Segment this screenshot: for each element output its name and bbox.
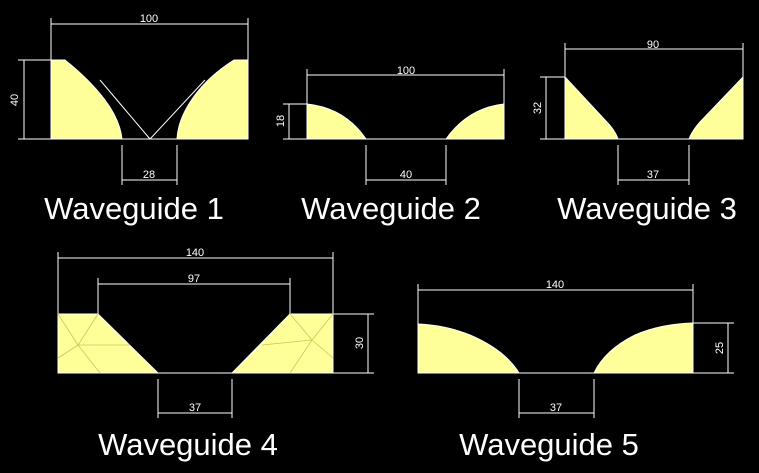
- waveguide-5-bottom-dim-label: 37: [550, 402, 562, 414]
- waveguide-4-inner-line-c: [77, 344, 101, 374]
- waveguide-5: 140 25 37 Waveguide 5: [417, 279, 734, 462]
- waveguide-1-caption: Waveguide 1: [44, 191, 224, 226]
- waveguide-3-side-dim-label: 32: [532, 102, 544, 114]
- waveguide-2-side-dim-label: 18: [275, 115, 287, 127]
- waveguide-4-inner-line-f: [289, 313, 313, 341]
- waveguide-1-taper-line-right: [149, 79, 206, 140]
- waveguide-1-taper-line-left: [99, 79, 151, 140]
- waveguide-4-inner-line-b: [77, 313, 99, 346]
- waveguide-3-caption: Waveguide 3: [557, 191, 737, 226]
- waveguide-1-top-dim-label: 100: [140, 13, 158, 25]
- waveguide-4-caption: Waveguide 4: [98, 427, 278, 462]
- waveguide-5-left-shape: [417, 323, 520, 374]
- waveguide-1-right-shape: [176, 59, 249, 140]
- waveguide-5-side-dim-label: 25: [714, 342, 726, 354]
- waveguide-3-left-shape: [564, 75, 619, 140]
- waveguide-3-top-dim-label: 90: [647, 39, 659, 51]
- waveguide-4-inner-dim-label: 97: [188, 273, 200, 285]
- waveguide-4-inner-line-g: [289, 339, 313, 374]
- waveguide-4-left-shape: [57, 313, 160, 374]
- waveguide-2-bottom-dim-label: 40: [400, 169, 412, 181]
- waveguide-5-caption: Waveguide 5: [459, 427, 639, 462]
- waveguide-2-top-dim-label: 100: [397, 65, 415, 77]
- waveguide-2-left-shape: [306, 103, 367, 140]
- waveguide-5-top-dim-label: 140: [546, 279, 564, 291]
- waveguide-4-right-shape: [230, 313, 334, 374]
- waveguide-4-side-dim-label: 30: [354, 337, 366, 349]
- waveguide-4: 140 97 30 37 Waveguide 4: [57, 247, 374, 462]
- waveguide-5-right-shape: [593, 322, 694, 374]
- waveguide-3-right-shape: [688, 75, 744, 140]
- waveguide-4-inner-line-h: [261, 339, 313, 346]
- waveguide-4-top-dim-label: 140: [186, 247, 204, 259]
- waveguide-2-caption: Waveguide 2: [301, 191, 481, 226]
- waveguide-3: 90 32 37 Waveguide 3: [532, 39, 744, 226]
- waveguide-2-right-shape: [445, 103, 505, 140]
- waveguide-1: 100 40 28 Waveguide 1: [9, 13, 249, 226]
- waveguide-1-bottom-dim-label: 28: [143, 169, 155, 181]
- waveguide-1-side-dim-label: 40: [9, 94, 21, 106]
- waveguide-3-bottom-dim-label: 37: [647, 169, 659, 181]
- waveguide-2: 100 18 40 Waveguide 2: [275, 65, 505, 226]
- waveguide-1-left-shape: [50, 59, 123, 140]
- waveguide-4-bottom-dim-label: 37: [189, 402, 201, 414]
